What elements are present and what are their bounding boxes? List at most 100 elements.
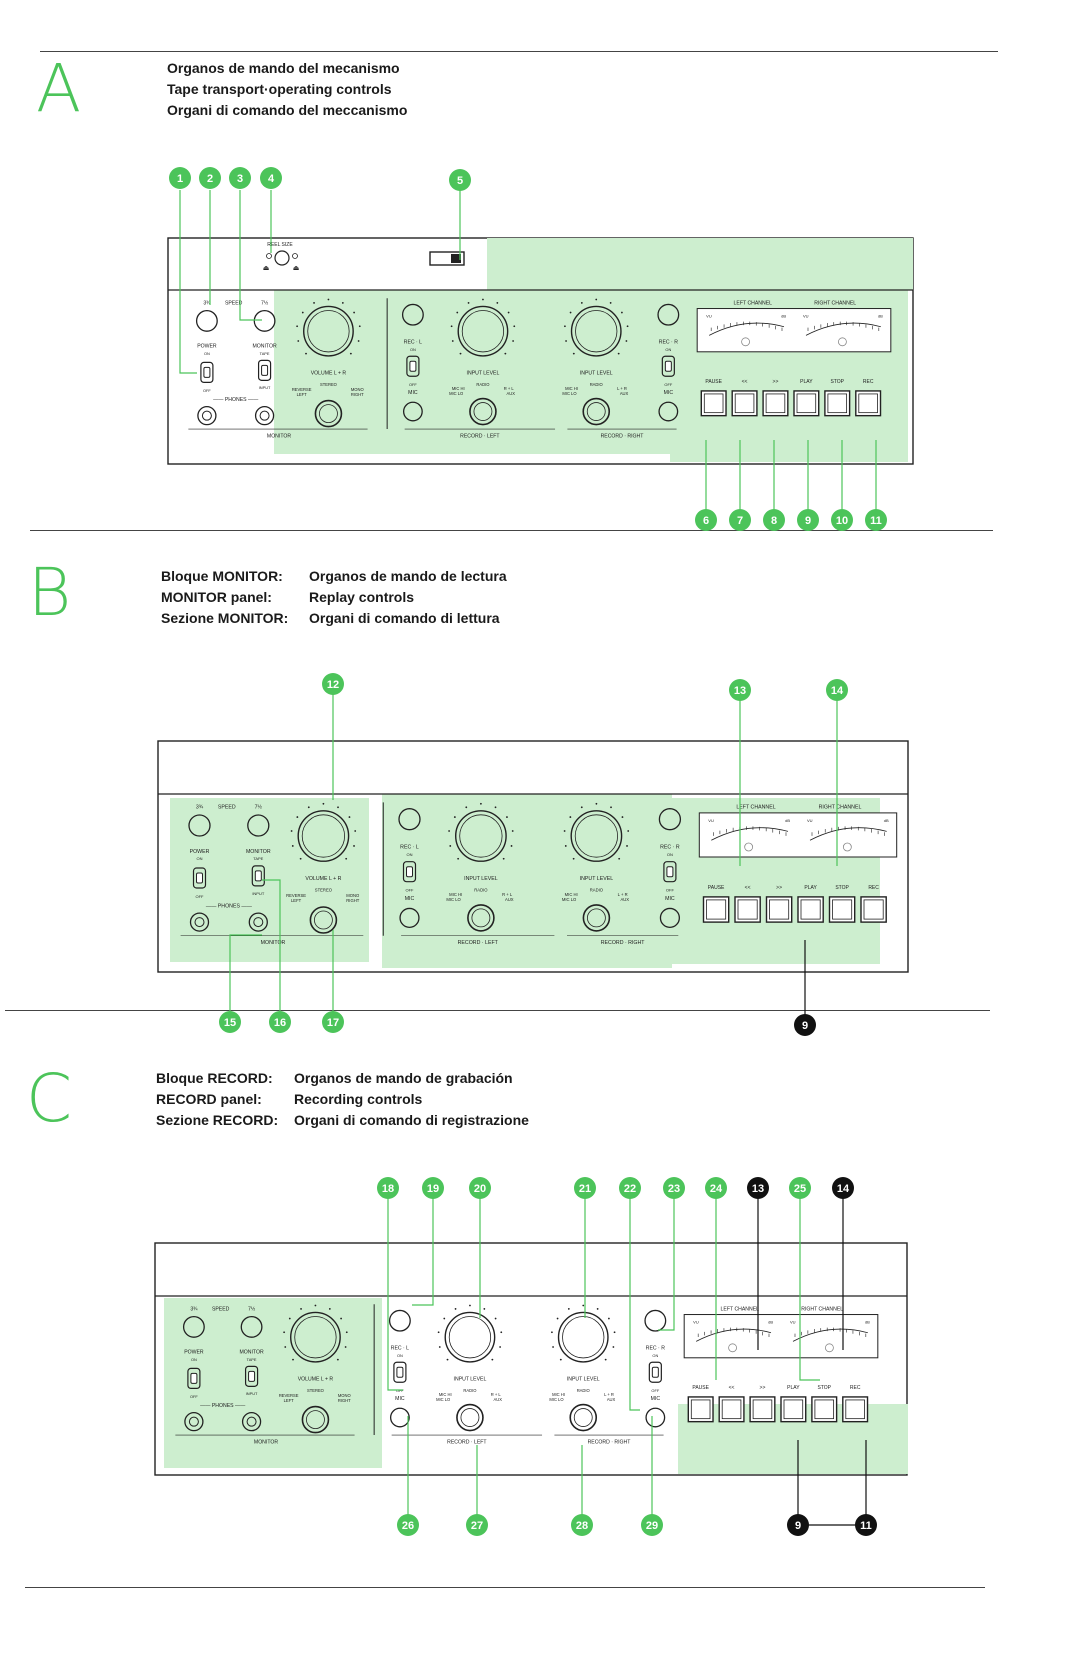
scale-dot [506,816,508,818]
rec-r-switch [648,1361,662,1383]
scale-dot [457,857,460,860]
transport-label-1: << [742,379,748,385]
callout-2: 2 [199,167,221,189]
record-left-label: RECORD · LEFT [447,1439,487,1445]
phones-jack-right-core [246,1416,257,1427]
rec-r-off-label: OFF [651,1388,659,1393]
transport-key [762,390,789,417]
left-channel-label: LEFT CHANNEL [721,1306,760,1312]
power-switch-lever [190,1372,198,1384]
input-level-right-knob-inner [562,1316,605,1359]
transport-key-inner [783,1399,804,1420]
monitor-mode-selector [301,1405,330,1434]
transport-key [842,1396,869,1423]
speed-high-label: 7½ [261,299,269,306]
phones-label: —— PHONES —— [213,397,259,403]
heading-key: Bloque RECORD: [156,1070,273,1086]
volume-label: VOLUME L + R [298,1376,334,1382]
transport-label-3: PLAY [804,885,817,891]
rec-l-switch-body [393,1361,407,1383]
scale-dot [626,845,628,847]
scale-dot [512,340,515,342]
phones-jack-left-core [188,1416,199,1427]
callout-number: 16 [274,1017,286,1029]
mic-hi-label: MIC HI [552,1392,565,1397]
mic-l-jack [389,1407,410,1428]
radio-label: RADIO [577,1388,590,1393]
callout-badge [729,679,751,701]
rec-l-off-label: OFF [409,382,417,387]
monitor-switch-body [244,1365,259,1387]
rec-r-label: REC · R [660,845,680,851]
input-level-right-knob [557,1311,609,1363]
callout-number: 20 [474,1183,486,1195]
callout-badge [199,167,221,189]
mic-hi-label: MIC HI [452,386,465,391]
heading-line: Organi di comando del meccanismo [167,102,408,118]
callout-badge [826,679,848,701]
leader-line [387,1188,403,1391]
scale-dot [626,325,629,328]
callout-badge [705,1177,727,1199]
rec-l-switch [402,861,417,883]
scale-dot [353,311,356,314]
db-label: dB [785,818,790,823]
power-label: POWER [190,849,210,855]
reverse-label: REVERSE [279,1393,299,1398]
callout-number: 5 [457,175,463,187]
volume-knob [290,1311,341,1363]
reel-small-icon: ⏏ [263,265,270,272]
phones-jack-right-core [259,410,270,421]
power-off-label: OFF [203,388,211,393]
callout-badge [260,167,282,189]
scale-dot [482,298,484,301]
input-selector-left [456,1403,484,1432]
rec-r-label: REC · R [646,1346,665,1352]
heading-key: Bloque MONITOR: [161,568,283,584]
right-label: RIGHT [338,1398,351,1403]
speed-high-button [247,814,270,837]
monitor-mode-selector-inner [306,1410,325,1429]
scale-dot [618,857,621,860]
scale-dot [283,1331,286,1334]
section-letter-c: C [26,1060,73,1137]
callout-number: 17 [327,1017,339,1029]
speed-high-button [253,309,276,332]
callout-number: 7 [737,515,743,527]
mic-hi-label: MIC HI [565,892,578,897]
scale-dot [580,302,583,304]
callout-number: 9 [802,1020,808,1032]
callout-number: 11 [870,515,882,527]
reel-large-icon: ⏏ [293,265,300,272]
scale-dot [564,845,567,847]
transport-key-inner [721,1399,742,1420]
transport-key-inner [814,1399,835,1420]
input-selector-right [582,904,611,932]
heading-value: Organos de mando de grabación [294,1070,513,1086]
rec-r-on-label: ON [652,1353,658,1358]
rec-l-switch [393,1361,407,1383]
transport-label-0: PAUSE [708,885,725,891]
input-level-left-knob-inner [459,814,503,858]
input-level-left-label: INPUT LEVEL [464,876,498,882]
reel-size-indicator [266,253,272,259]
aux-label: AUX [620,897,629,902]
callout-19: 19 [422,1177,444,1199]
transport-key [860,896,887,923]
mic-r-jack [659,907,681,929]
phones-jack-left-core [201,410,212,421]
vu-indicator [741,337,750,347]
volume-knob [297,810,350,862]
transport-key [765,896,793,923]
scale-dot [511,830,514,832]
rec-r-switch-lever [664,360,672,372]
scale-dot [357,340,360,342]
vu-indicator [825,1343,834,1353]
transport-key-inner [737,899,758,920]
vu-meter-window [696,308,892,353]
callout-number: 23 [668,1183,680,1195]
scale-dot [291,845,294,847]
transport-key [718,1396,745,1423]
transport-key [702,896,730,923]
phones-jack-right [254,406,275,426]
